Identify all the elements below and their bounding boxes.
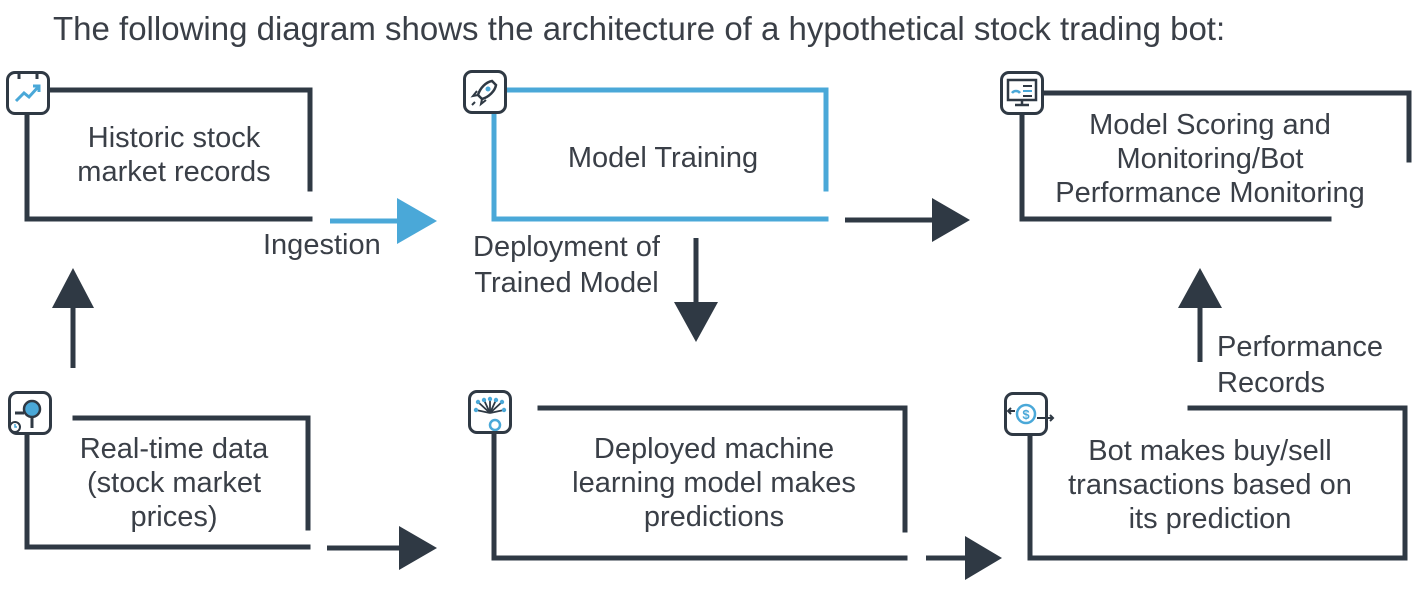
bot-box-outline — [1027, 405, 1408, 561]
historic-records-label: Historic stock market records — [77, 122, 271, 188]
model-scoring-label: Model Scoring and Monitoring/Bot Perform… — [1055, 109, 1365, 209]
deployed-to-bot-arrow-head — [965, 536, 1002, 580]
monitor-dashboard-icon — [1000, 71, 1044, 115]
data-stream-icon — [8, 391, 52, 435]
realtime-data-label: Real-time data (stock market prices) — [79, 433, 269, 533]
scoring-box-outline — [1019, 90, 1412, 222]
training-to-scoring-arrow-head — [932, 198, 970, 242]
bot-transactions-label: Bot makes buy/sell transactions based on… — [1068, 435, 1352, 535]
deployment-label: Deployment of Trained Model — [473, 231, 660, 299]
realtime-to-deployed-arrow-head — [399, 526, 437, 570]
diagram-caption: The following diagram shows the architec… — [53, 10, 1226, 47]
rocket-icon — [463, 70, 507, 114]
dollar-exchange-icon: $ — [1004, 392, 1055, 436]
deployment-arrow-head — [674, 302, 718, 342]
svg-text:$: $ — [1022, 407, 1030, 422]
performance-records-label: Performance Records — [1217, 331, 1384, 399]
neural-network-icon — [468, 390, 512, 434]
training-box-outline — [491, 87, 829, 222]
performance-arrow-head — [1178, 268, 1222, 308]
realtime-box-outline — [24, 415, 311, 550]
historic-box-outline — [24, 87, 313, 222]
realtime-to-historic-arrow-head — [52, 268, 94, 308]
deployed-box-outline — [491, 405, 908, 561]
calendar-chart-icon — [6, 71, 50, 115]
deployed-model-label: Deployed machine learning model makes pr… — [572, 433, 856, 533]
ingestion-label: Ingestion — [263, 229, 381, 261]
ingestion-arrow-head — [397, 198, 437, 244]
model-training-label: Model Training — [567, 142, 759, 174]
